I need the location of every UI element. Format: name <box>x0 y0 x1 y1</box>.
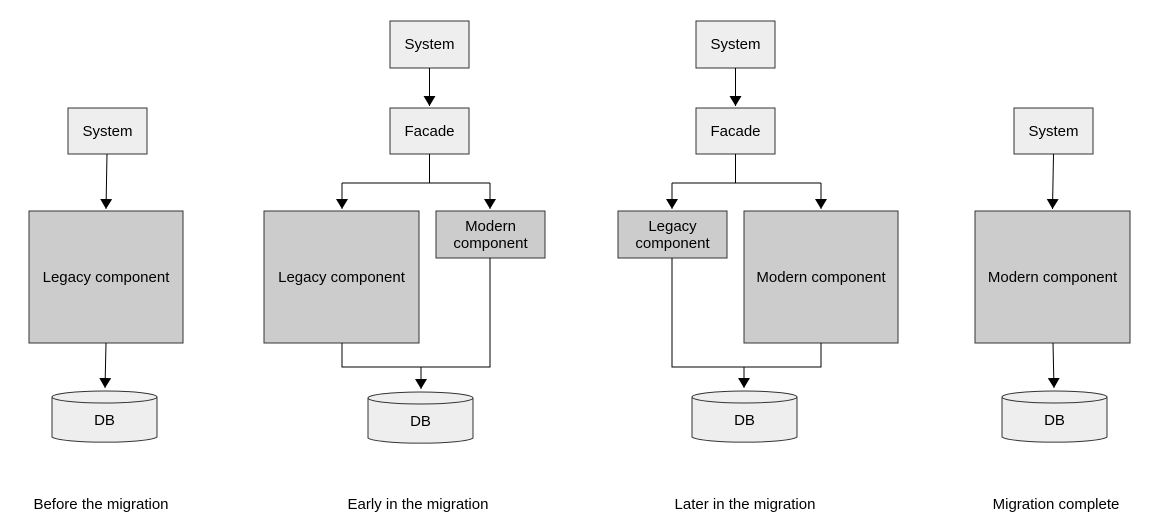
db-cylinder: DB <box>691 390 798 443</box>
facade-box: Facade <box>695 107 776 155</box>
modern-component-label-line2: component <box>453 235 528 252</box>
stage-migration-complete: System Modern component DB Migration com… <box>974 107 1131 513</box>
system-box: System <box>67 107 148 155</box>
db-cylinder: DB <box>51 390 158 443</box>
legacy-component-label: Legacy component <box>43 269 171 286</box>
legacy-component-label-line2: component <box>635 235 710 252</box>
db-label: DB <box>1044 412 1065 429</box>
stage-before-migration: System Legacy component DB Before the mi… <box>28 107 184 513</box>
legacy-component-label-line1: Legacy <box>648 218 697 235</box>
system-box: System <box>695 20 776 69</box>
stage-caption: Early in the migration <box>348 496 489 513</box>
modern-component-box: Modern component <box>743 210 899 344</box>
connector-components-merge <box>341 258 491 368</box>
modern-component-label-line1: Modern <box>465 218 516 235</box>
system-label: System <box>1028 123 1078 140</box>
facade-label: Facade <box>710 123 760 140</box>
arrow-modern-to-db <box>1047 342 1060 389</box>
system-label: System <box>82 123 132 140</box>
modern-component-label: Modern component <box>756 269 886 286</box>
modern-component-label: Modern component <box>988 269 1118 286</box>
system-label: System <box>404 36 454 53</box>
facade-box: Facade <box>389 107 470 155</box>
db-label: DB <box>410 413 431 430</box>
connector-components-merge <box>671 258 822 368</box>
stage-caption: Later in the migration <box>675 496 816 513</box>
legacy-component-box: Legacy component <box>617 210 728 259</box>
db-cylinder: DB <box>367 391 474 444</box>
arrow-system-to-legacy <box>100 153 113 210</box>
system-box: System <box>389 20 470 69</box>
facade-label: Facade <box>404 123 454 140</box>
arrow-legacy-to-db <box>99 342 112 389</box>
stage-caption: Before the migration <box>33 496 168 513</box>
legacy-component-label: Legacy component <box>278 269 406 286</box>
stage-later-migration: System Facade Legacy component Modern co… <box>617 20 899 513</box>
modern-component-box: Modern component <box>974 210 1131 344</box>
db-label: DB <box>94 412 115 429</box>
db-cylinder: DB <box>1001 390 1108 443</box>
db-label: DB <box>734 412 755 429</box>
stage-early-migration: System Facade Legacy component Modern co… <box>263 20 546 513</box>
legacy-component-box: Legacy component <box>263 210 420 344</box>
system-label: System <box>710 36 760 53</box>
legacy-component-box: Legacy component <box>28 210 184 344</box>
arrow-system-to-modern <box>1046 153 1059 210</box>
system-box: System <box>1013 107 1094 155</box>
modern-component-box: Modern component <box>435 210 546 259</box>
stage-caption: Migration complete <box>993 496 1120 513</box>
